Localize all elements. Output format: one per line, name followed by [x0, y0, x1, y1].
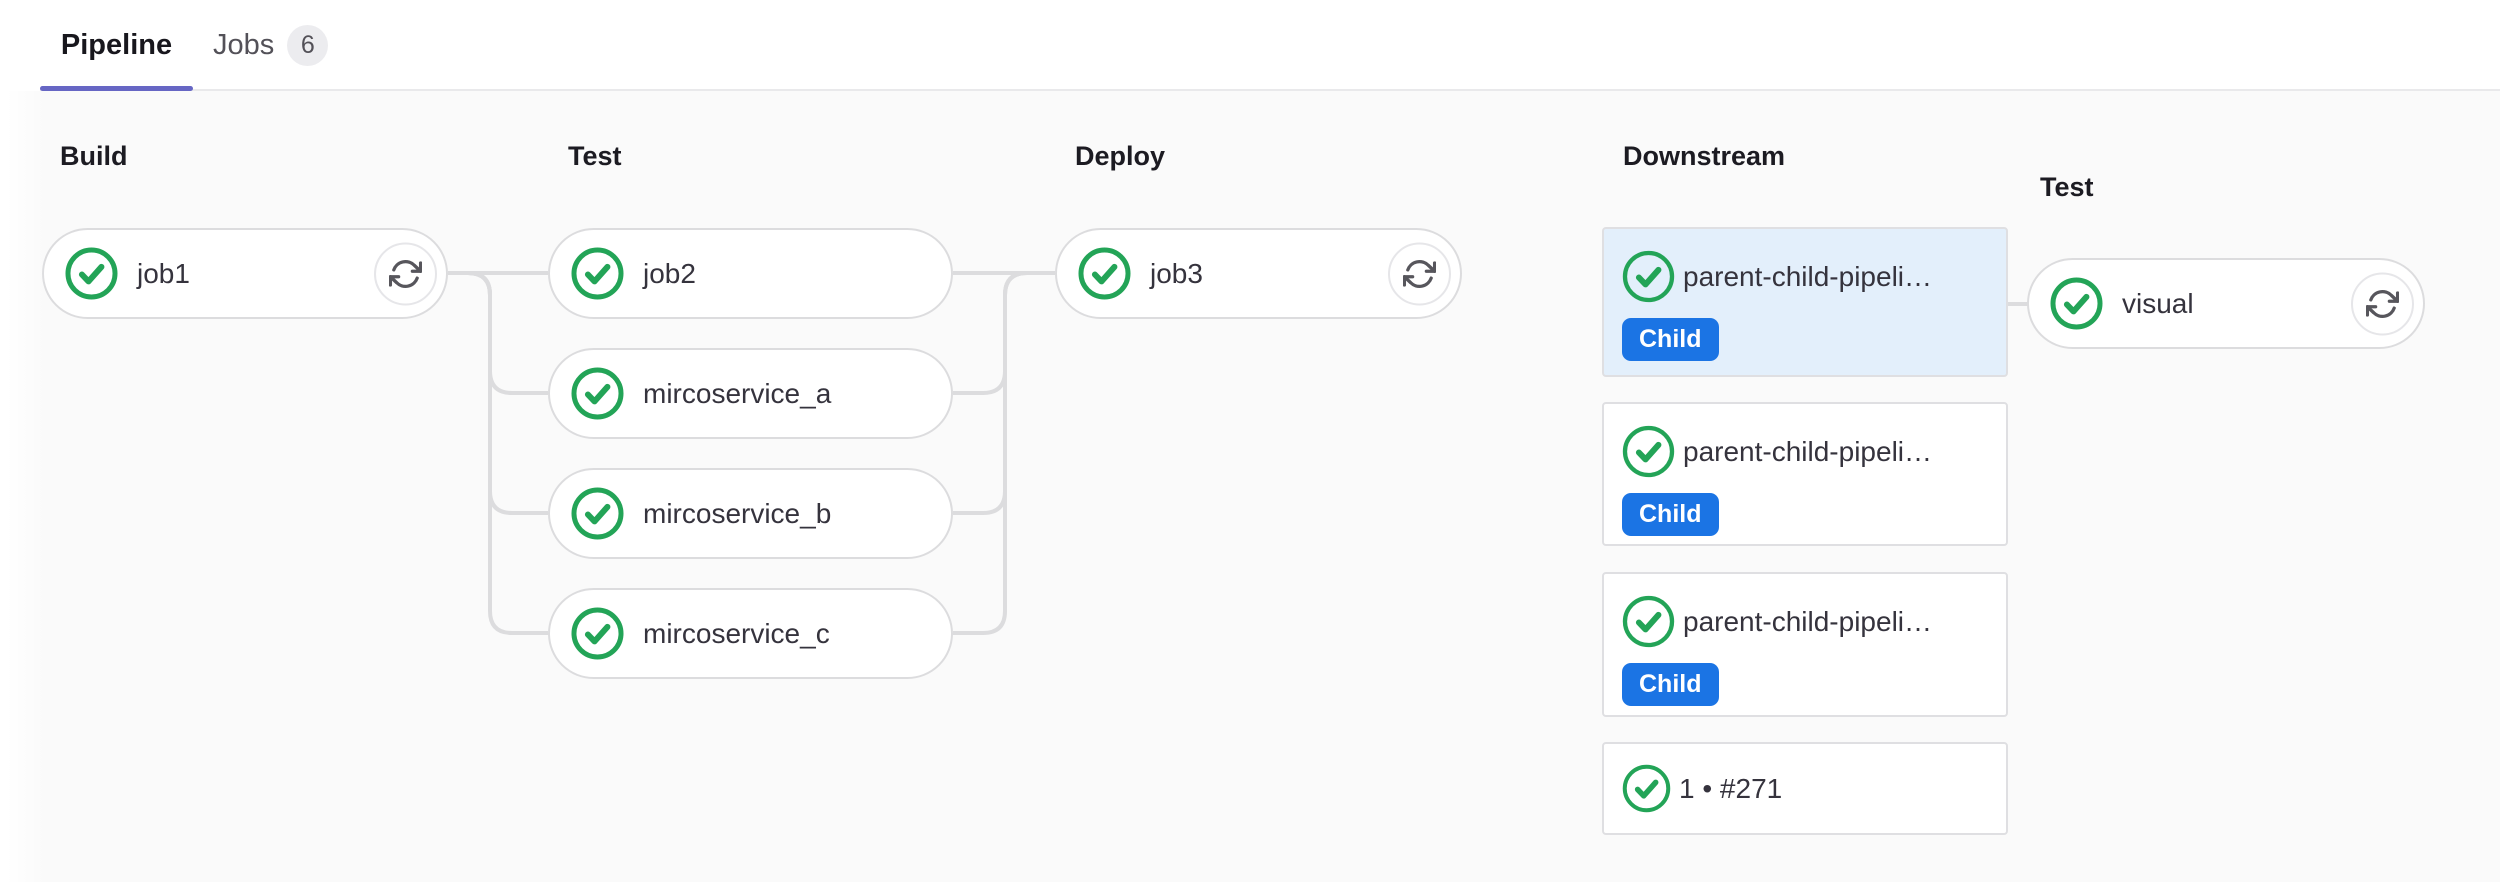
job-label: mircoservice_a — [643, 377, 832, 409]
job-label: mircoservice_b — [643, 497, 832, 529]
child-badge: Child — [1622, 493, 1719, 536]
tab-bar: Pipeline Jobs 6 — [0, 0, 2500, 91]
stage-header-downstream: Downstream — [1623, 141, 1786, 171]
downstream-card-2[interactable]: parent-child-pipeli… Child — [1602, 402, 2008, 546]
tab-jobs-label: Jobs — [213, 28, 275, 61]
status-success-icon — [571, 367, 624, 420]
job-label: job1 — [137, 257, 190, 289]
stage-header-deploy: Deploy — [1075, 141, 1166, 171]
jobs-count-badge: 6 — [287, 24, 329, 66]
job-pill-mircoservice-c[interactable]: mircoservice_c — [548, 588, 953, 679]
child-badge: Child — [1622, 663, 1719, 706]
retry-arrows-icon — [1403, 259, 1436, 288]
job-pill-job2[interactable]: job2 — [548, 228, 953, 319]
status-success-icon — [1622, 764, 1671, 813]
job-pill-visual[interactable]: visual — [2027, 258, 2425, 349]
status-success-icon — [1622, 595, 1675, 648]
retry-arrows-icon — [389, 259, 422, 288]
status-success-icon — [1622, 425, 1675, 478]
downstream-card-3[interactable]: parent-child-pipeli… Child — [1602, 572, 2008, 717]
status-success-icon — [571, 607, 624, 660]
tab-jobs[interactable]: Jobs 6 — [213, 0, 329, 90]
tab-pipeline[interactable]: Pipeline — [40, 0, 193, 90]
retry-button[interactable] — [2351, 272, 2414, 335]
tab-active-indicator — [40, 86, 193, 91]
job-label: visual — [2122, 287, 2194, 319]
stage-header-downstream-test: Test — [2040, 172, 2094, 202]
tabs-divider — [40, 89, 2500, 91]
pipeline-graph-background — [0, 91, 2500, 882]
status-success-icon — [1622, 250, 1675, 303]
status-success-icon — [571, 247, 624, 300]
retry-button[interactable] — [374, 242, 437, 305]
status-success-icon — [1078, 247, 1131, 300]
job-label: job2 — [643, 257, 696, 289]
retry-button[interactable] — [1388, 242, 1451, 305]
child-badge: Child — [1622, 318, 1719, 361]
downstream-card-title: 1 • #271 — [1679, 772, 1783, 804]
tab-pipeline-label: Pipeline — [60, 28, 173, 61]
job-pill-mircoservice-a[interactable]: mircoservice_a — [548, 348, 953, 439]
downstream-card-title: parent-child-pipeli… — [1683, 605, 1933, 637]
status-success-icon — [65, 247, 118, 300]
status-success-icon — [2050, 277, 2103, 330]
downstream-card-title: parent-child-pipeli… — [1683, 260, 1933, 292]
job-pill-job1[interactable]: job1 — [42, 228, 448, 319]
job-label: mircoservice_c — [643, 617, 830, 649]
downstream-card-title: parent-child-pipeli… — [1683, 435, 1933, 467]
downstream-card-4[interactable]: 1 • #271 — [1602, 742, 2008, 835]
status-success-icon — [571, 487, 624, 540]
stage-header-test: Test — [568, 141, 622, 171]
job-label: job3 — [1150, 257, 1203, 289]
stage-header-build: Build — [60, 141, 128, 171]
downstream-card-1[interactable]: parent-child-pipeli… Child — [1602, 227, 2008, 377]
retry-arrows-icon — [2366, 289, 2399, 318]
job-pill-mircoservice-b[interactable]: mircoservice_b — [548, 468, 953, 559]
job-pill-job3[interactable]: job3 — [1055, 228, 1462, 319]
